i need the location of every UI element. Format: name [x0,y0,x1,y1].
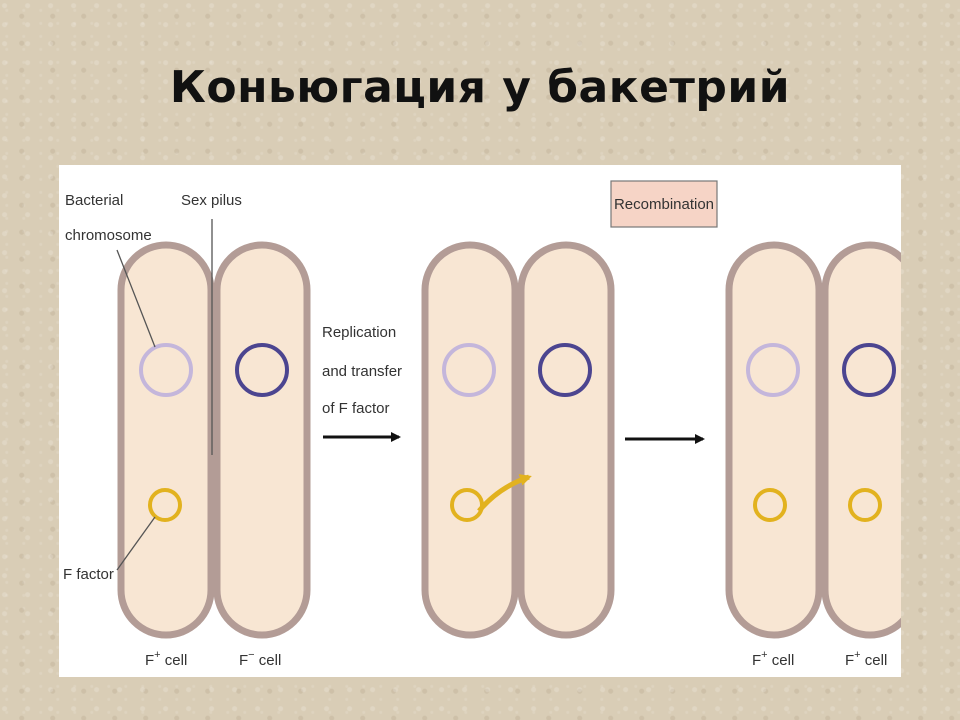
label-step1-line1: Replication [322,324,396,341]
result-right-chromosome [842,343,896,397]
result-left-f-factor [753,488,787,522]
result-right-f-factor [848,488,882,522]
donor-cell [117,241,215,639]
chromosome-leader-line [116,249,156,348]
label-result-right-cell: F+ cell [845,649,887,669]
slide-title: Коньюгация у бакетрий [169,62,791,113]
recipient-chromosome [235,343,289,397]
cell-pair-result [725,241,919,639]
recipient-cell-transfer [517,241,615,639]
donor-cell-transfer [421,241,519,639]
donor-chromosome [139,343,193,397]
conjugation-diagram: Bacterial chromosome Sex pilus F factor … [63,180,919,669]
cell-pair-initial [117,241,311,639]
result-left-chromosome [746,343,800,397]
recombination-box [610,180,718,228]
recipient-cell [213,241,311,639]
label-sex-pilus: Sex pilus [181,192,242,209]
label-bacterial-line1: Bacterial [65,192,123,209]
label-step1-line3: of F factor [322,400,390,417]
f-factor-leader-line [116,516,156,571]
label-step1-line2: and transfer [322,363,402,380]
label-recombination: Recombination [614,196,714,213]
label-result-left-cell: F+ cell [752,649,794,669]
label-f-factor: F factor [63,566,114,583]
f-factor-transfer-arrow [477,474,532,513]
label-chromosome-line2: chromosome [65,227,152,244]
cell-pair-transfer [421,241,615,639]
recipient-chromosome-transfer [538,343,592,397]
result-cell-right [821,241,919,639]
f-factor-plasmid [148,488,182,522]
label-donor-cell: F+ cell [145,649,187,669]
donor-chromosome-transfer [442,343,496,397]
result-cell-left [725,241,823,639]
label-recipient-cell: F− cell [239,649,281,669]
diagram-panel: Bacterial chromosome Sex pilus F factor … [59,165,919,677]
